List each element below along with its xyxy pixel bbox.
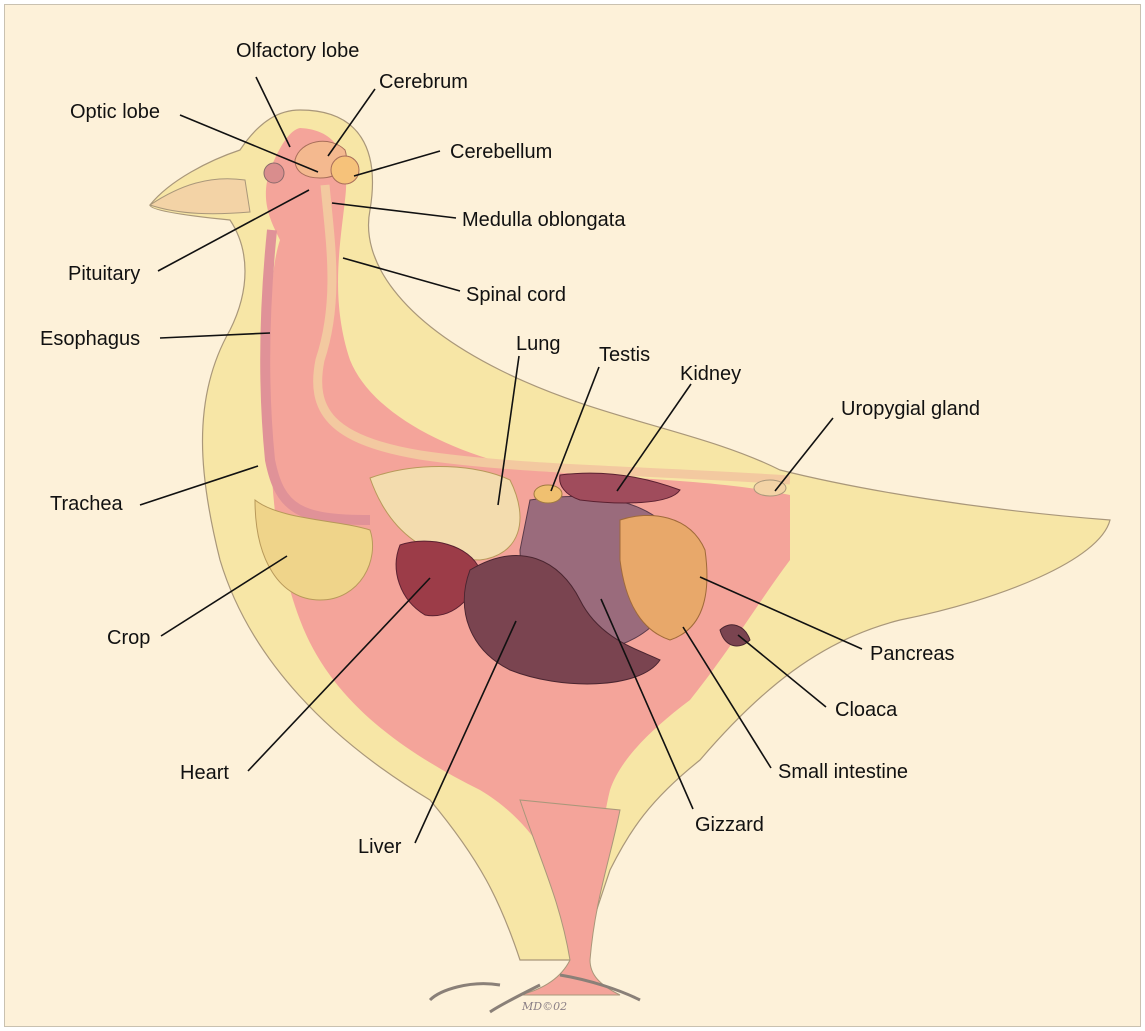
label-heart: Heart — [180, 762, 229, 784]
label-small-intestine: Small intestine — [778, 761, 908, 783]
eye — [264, 163, 284, 183]
label-olfactory-lobe: Olfactory lobe — [236, 40, 359, 62]
label-kidney: Kidney — [680, 363, 741, 385]
label-liver: Liver — [358, 836, 402, 858]
label-pituitary: Pituitary — [68, 263, 140, 285]
label-cloaca: Cloaca — [835, 699, 898, 721]
label-optic-lobe: Optic lobe — [70, 101, 160, 123]
label-lung: Lung — [516, 333, 561, 355]
label-cerebrum: Cerebrum — [379, 71, 468, 93]
label-spinal-cord: Spinal cord — [466, 284, 566, 306]
label-gizzard: Gizzard — [695, 814, 764, 836]
beak — [150, 179, 250, 214]
label-testis: Testis — [599, 344, 650, 366]
label-crop: Crop — [107, 627, 150, 649]
label-cerebellum: Cerebellum — [450, 141, 552, 163]
artist-signature: MD©02 — [521, 1000, 567, 1013]
testis-shape — [534, 485, 562, 503]
label-pancreas: Pancreas — [870, 643, 955, 665]
label-uropygial-gland: Uropygial gland — [841, 398, 980, 420]
cerebellum-shape — [331, 156, 359, 184]
bird-illustration — [150, 110, 1110, 1012]
label-medulla-oblongata: Medulla oblongata — [462, 209, 626, 231]
label-trachea: Trachea — [50, 493, 124, 515]
label-esophagus: Esophagus — [40, 328, 140, 350]
